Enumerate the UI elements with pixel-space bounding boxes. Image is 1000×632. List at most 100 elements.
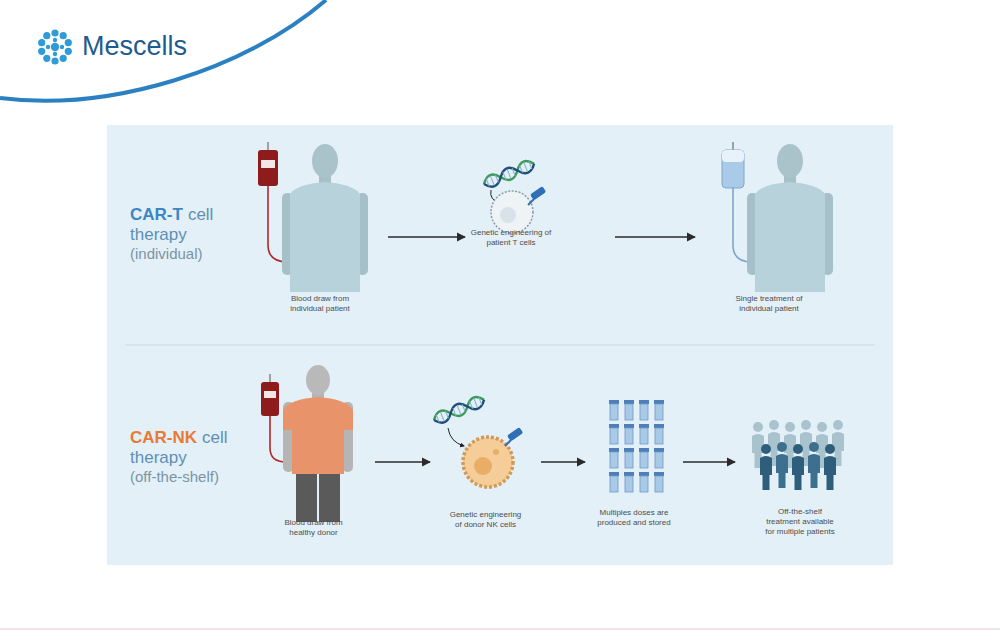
vial xyxy=(609,448,619,468)
stage-caption: Multiples doses are produced and stored xyxy=(596,508,672,528)
bag-label xyxy=(264,391,276,398)
car-receptor xyxy=(507,427,523,441)
flow-arrow xyxy=(541,461,585,462)
vial xyxy=(639,472,649,492)
t-cell-engineering xyxy=(482,158,547,233)
row-heading: CAR-NK xyxy=(130,428,197,447)
flow-arrow xyxy=(375,461,430,462)
row-divider xyxy=(125,345,875,346)
donor-leg xyxy=(319,470,340,522)
vial xyxy=(639,448,649,468)
footer-rule xyxy=(0,629,1000,630)
donor-leg xyxy=(296,470,317,522)
dna-strand xyxy=(432,394,487,425)
patient-crowd xyxy=(752,420,844,490)
logo-dot xyxy=(46,45,50,49)
dna-rungs xyxy=(436,397,482,424)
vial xyxy=(624,472,634,492)
person-icon xyxy=(808,442,820,488)
donor-shirt xyxy=(283,397,353,474)
logo-text: Mescells xyxy=(82,31,242,61)
stage-caption: Blood draw from individual patient xyxy=(282,294,358,314)
stage-caption: Genetic engineering of donor NK cells xyxy=(448,510,524,530)
cell-granule xyxy=(493,449,499,455)
process-stage: Multiples doses are produced and stored xyxy=(588,392,680,532)
logo-dot xyxy=(38,48,45,55)
bag-hook xyxy=(269,374,271,382)
iv-bag-top xyxy=(722,150,744,162)
flow-arrow xyxy=(683,461,735,462)
nk-cell xyxy=(463,437,513,487)
t-cell xyxy=(491,191,533,233)
panel-background xyxy=(107,125,893,565)
process-stage: Single treatment of individual patient xyxy=(698,140,840,322)
donor-figure xyxy=(261,365,353,522)
patient-head xyxy=(312,144,338,178)
patient-figure xyxy=(258,142,368,292)
logo-icon xyxy=(38,29,72,64)
vial xyxy=(654,424,664,444)
dna-helix xyxy=(432,394,487,425)
logo-dot xyxy=(65,48,72,55)
process-stage: Genetic engineering of patient T cells xyxy=(468,165,612,252)
car-receptor-stem xyxy=(505,440,511,446)
cell-nucleus xyxy=(500,207,516,223)
bag-hook xyxy=(267,142,269,150)
logo-dot xyxy=(60,55,67,62)
stage-caption: Single treatment of individual patient xyxy=(731,294,807,314)
car-receptor xyxy=(530,186,546,200)
heading-group: Mescells xyxy=(82,31,242,61)
vial xyxy=(654,400,664,420)
logo-dot xyxy=(60,32,67,39)
heading-group: CAR-NKcell therapy(off-the-shelf) xyxy=(130,428,242,486)
iv-bag xyxy=(722,150,744,188)
dna-strand xyxy=(432,394,487,425)
vial xyxy=(609,400,619,420)
logo-dot xyxy=(43,32,50,39)
patient-gown xyxy=(290,182,360,292)
patient-head xyxy=(777,144,803,178)
flow-arrow xyxy=(388,236,465,237)
patient-gown xyxy=(755,182,825,292)
insert-arrow xyxy=(448,428,464,446)
logo-dot xyxy=(60,45,64,49)
row-heading: CAR-T xyxy=(130,205,183,224)
stage-caption: Genetic engineering of patient T cells xyxy=(468,228,554,248)
vial xyxy=(609,472,619,492)
blood-bag xyxy=(258,150,278,186)
person-icon xyxy=(760,444,772,490)
logo-dot xyxy=(53,38,57,42)
person-icon xyxy=(792,444,804,490)
vial xyxy=(624,448,634,468)
blood-bag xyxy=(261,382,279,416)
dna-rungs xyxy=(486,161,532,188)
donor-head xyxy=(306,365,330,395)
stage-caption: Off-the-shelf treatment available for mu… xyxy=(762,507,838,537)
vial xyxy=(624,424,634,444)
vial xyxy=(624,400,634,420)
cell-nucleus xyxy=(474,457,492,475)
heading-group: CAR-Tcell therapy(individual) xyxy=(130,205,242,263)
row-heading: (individual) xyxy=(130,245,242,263)
car-receptor-stem xyxy=(528,199,534,205)
logo-dot xyxy=(65,39,72,46)
header-swoosh xyxy=(0,0,326,101)
nk-cell-engineering xyxy=(432,394,524,487)
dna-strand xyxy=(482,158,537,189)
flow-arrow xyxy=(615,236,695,237)
patient-figure xyxy=(722,142,833,292)
vial xyxy=(654,448,664,468)
vial-grid xyxy=(609,400,664,492)
vial xyxy=(639,424,649,444)
logo-dot xyxy=(51,29,58,36)
process-stage: Off-the-shelf treatment available for mu… xyxy=(738,395,862,537)
person-icon xyxy=(824,444,836,490)
logo-dot xyxy=(43,55,50,62)
logo-dot xyxy=(53,52,57,56)
process-stage: Blood draw from individual patient xyxy=(255,140,385,322)
dna-helix xyxy=(482,158,537,189)
